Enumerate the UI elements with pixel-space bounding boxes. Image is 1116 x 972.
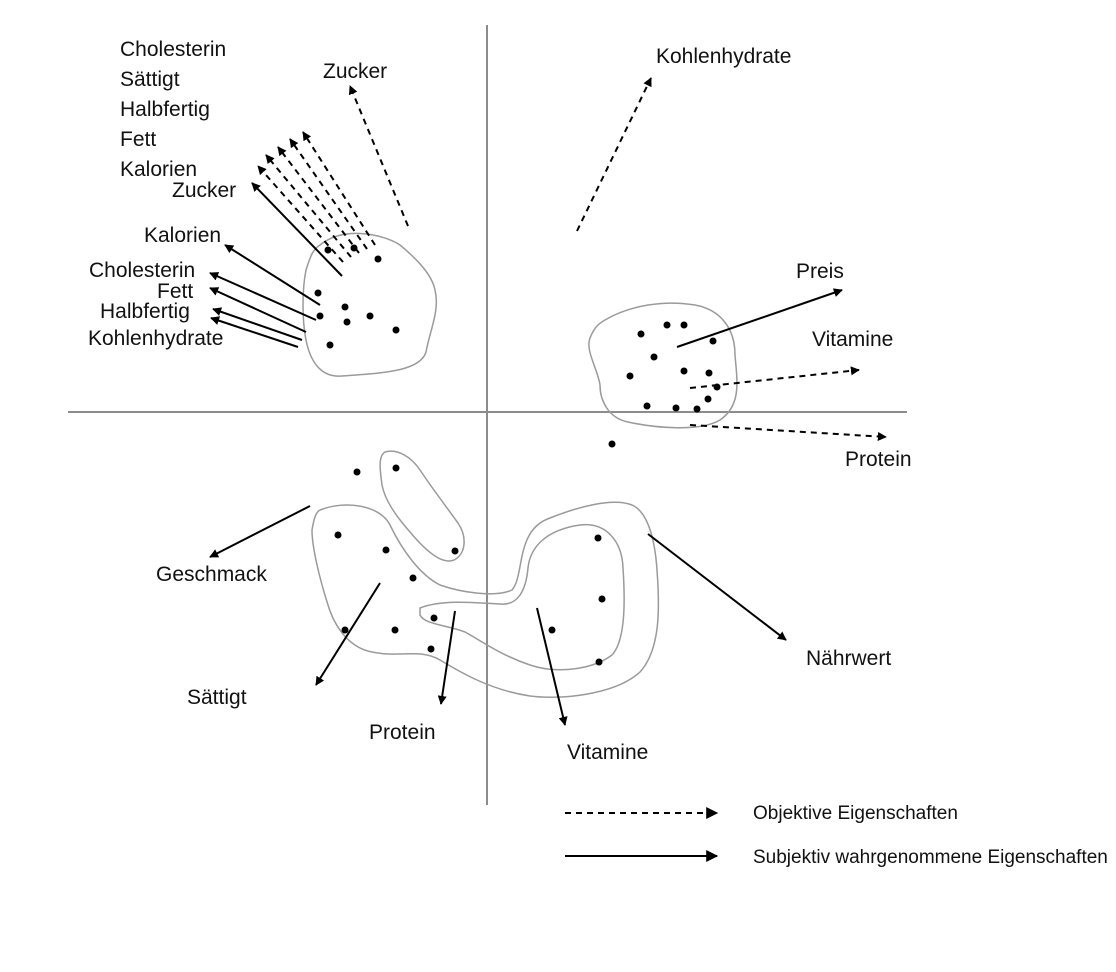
label-saettigt-objective: Sättigt [120, 68, 180, 91]
legend-subjective-label: Subjektiv wahrgenommene Eigenschaften [753, 847, 1108, 868]
label-kalorien-subjective: Kalorien [144, 224, 221, 247]
arrow-fett-objective [265, 154, 352, 258]
label-halbfertig-subjective: Halbfertig [100, 300, 190, 323]
arrow-halbfertig-subjective [212, 307, 303, 341]
label-kohlenhydrate-subjective: Kohlenhydrate [88, 327, 223, 350]
points-top-left [314, 244, 400, 349]
arrow-kohlenhydrate-subjective [210, 316, 299, 348]
arrow-saettigt-subjective [315, 582, 381, 686]
arrow-protein-objective [689, 424, 887, 441]
arrow-halbfertig-objective [277, 146, 360, 254]
legend: Objektive Eigenschaften Subjektiv wahrge… [565, 803, 1108, 868]
label-cholesterin-subjective: Cholesterin [89, 259, 195, 282]
label-fett-subjective: Fett [157, 280, 193, 303]
arrow-kalorien-subjective [224, 244, 321, 306]
arrow-geschmack-subjective [209, 505, 311, 558]
cluster-right [588, 302, 738, 429]
label-naehrwert: Nährwert [806, 647, 891, 670]
points-right [608, 321, 721, 448]
arrow-cholesterin-subjective [209, 272, 317, 321]
arrow-vitamine-objective [689, 366, 860, 389]
arrow-saettigt-objective [289, 138, 368, 250]
arrow-kohlenhydrate-objective [576, 77, 652, 232]
label-protein-objective: Protein [845, 448, 912, 471]
label-geschmack: Geschmack [156, 563, 267, 586]
label-zucker-objective: Zucker [323, 60, 387, 83]
arrow-protein-subjective [437, 610, 456, 705]
label-protein-subjective: Protein [369, 721, 436, 744]
arrow-fett-subjective [209, 287, 307, 333]
cluster-bottom-small [379, 450, 465, 562]
points-bottom [334, 464, 606, 666]
label-kohlenhydrate-objective: Kohlenhydrate [656, 45, 791, 68]
label-halbfertig-objective: Halbfertig [120, 98, 210, 121]
arrow-zucker-subjective [251, 182, 343, 277]
arrow-cholesterin-objective [302, 131, 376, 246]
legend-objective-label: Objektive Eigenschaften [753, 803, 958, 824]
cluster-top-left [302, 232, 438, 377]
arrow-preis-subjective [676, 288, 843, 348]
label-vitamine-objective: Vitamine [812, 328, 893, 351]
cluster-bottom-inner [419, 524, 625, 671]
arrow-vitamine-subjective [536, 607, 568, 726]
label-vitamine-subjective: Vitamine [567, 741, 648, 764]
label-cholesterin-objective: Cholesterin [120, 38, 226, 61]
label-preis: Preis [796, 260, 844, 283]
label-kalorien-objective: Kalorien [120, 158, 197, 181]
label-fett-objective: Fett [120, 128, 156, 151]
label-zucker-subjective: Zucker [172, 179, 236, 202]
arrow-naehrwert-subjective [647, 533, 787, 641]
arrow-zucker-objective [348, 85, 409, 227]
label-saettigt-subjective: Sättigt [187, 686, 247, 709]
cluster-bottom-large [311, 501, 660, 698]
